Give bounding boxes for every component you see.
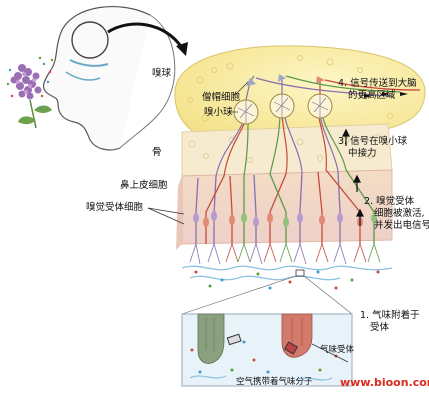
lilac-flowers xyxy=(11,64,53,128)
zoom-line-left xyxy=(182,276,296,314)
label-air-molecules: 空气携带着气味分子 xyxy=(236,376,313,388)
label-nasal-epithelium: 鼻上皮细胞 xyxy=(120,180,168,192)
watermark: www.bioon.com xyxy=(340,376,429,389)
label-bone: 骨 xyxy=(152,147,162,159)
label-glomerulus: 嗅小球 xyxy=(204,107,233,119)
odor-molecules xyxy=(195,271,380,290)
zoom-line-right xyxy=(304,276,352,314)
step-1-text: 1. 气味附着于 受体 xyxy=(360,310,420,334)
mucus-layer xyxy=(182,266,392,279)
label-odorant-receptor: 气味受体 xyxy=(320,344,354,356)
inset-receptor-red xyxy=(282,314,312,357)
label-mitral-cell: 僧帽细胞 xyxy=(202,92,240,104)
cilia xyxy=(190,244,380,264)
label-olfactory-bulb: 嗅球 xyxy=(152,68,171,80)
step-3-text: 3. 信号在嗅小球 中接力 xyxy=(338,136,407,160)
label-receptor-cell: 嗅觉受体细胞 xyxy=(86,202,143,214)
step-2-text: 2. 嗅觉受体 细胞被激活, 并发出电信号 xyxy=(364,196,429,232)
zoom-marker xyxy=(296,270,304,276)
step-4-text: 4. 信号传送到大脑 的更高区域 xyxy=(338,78,417,102)
